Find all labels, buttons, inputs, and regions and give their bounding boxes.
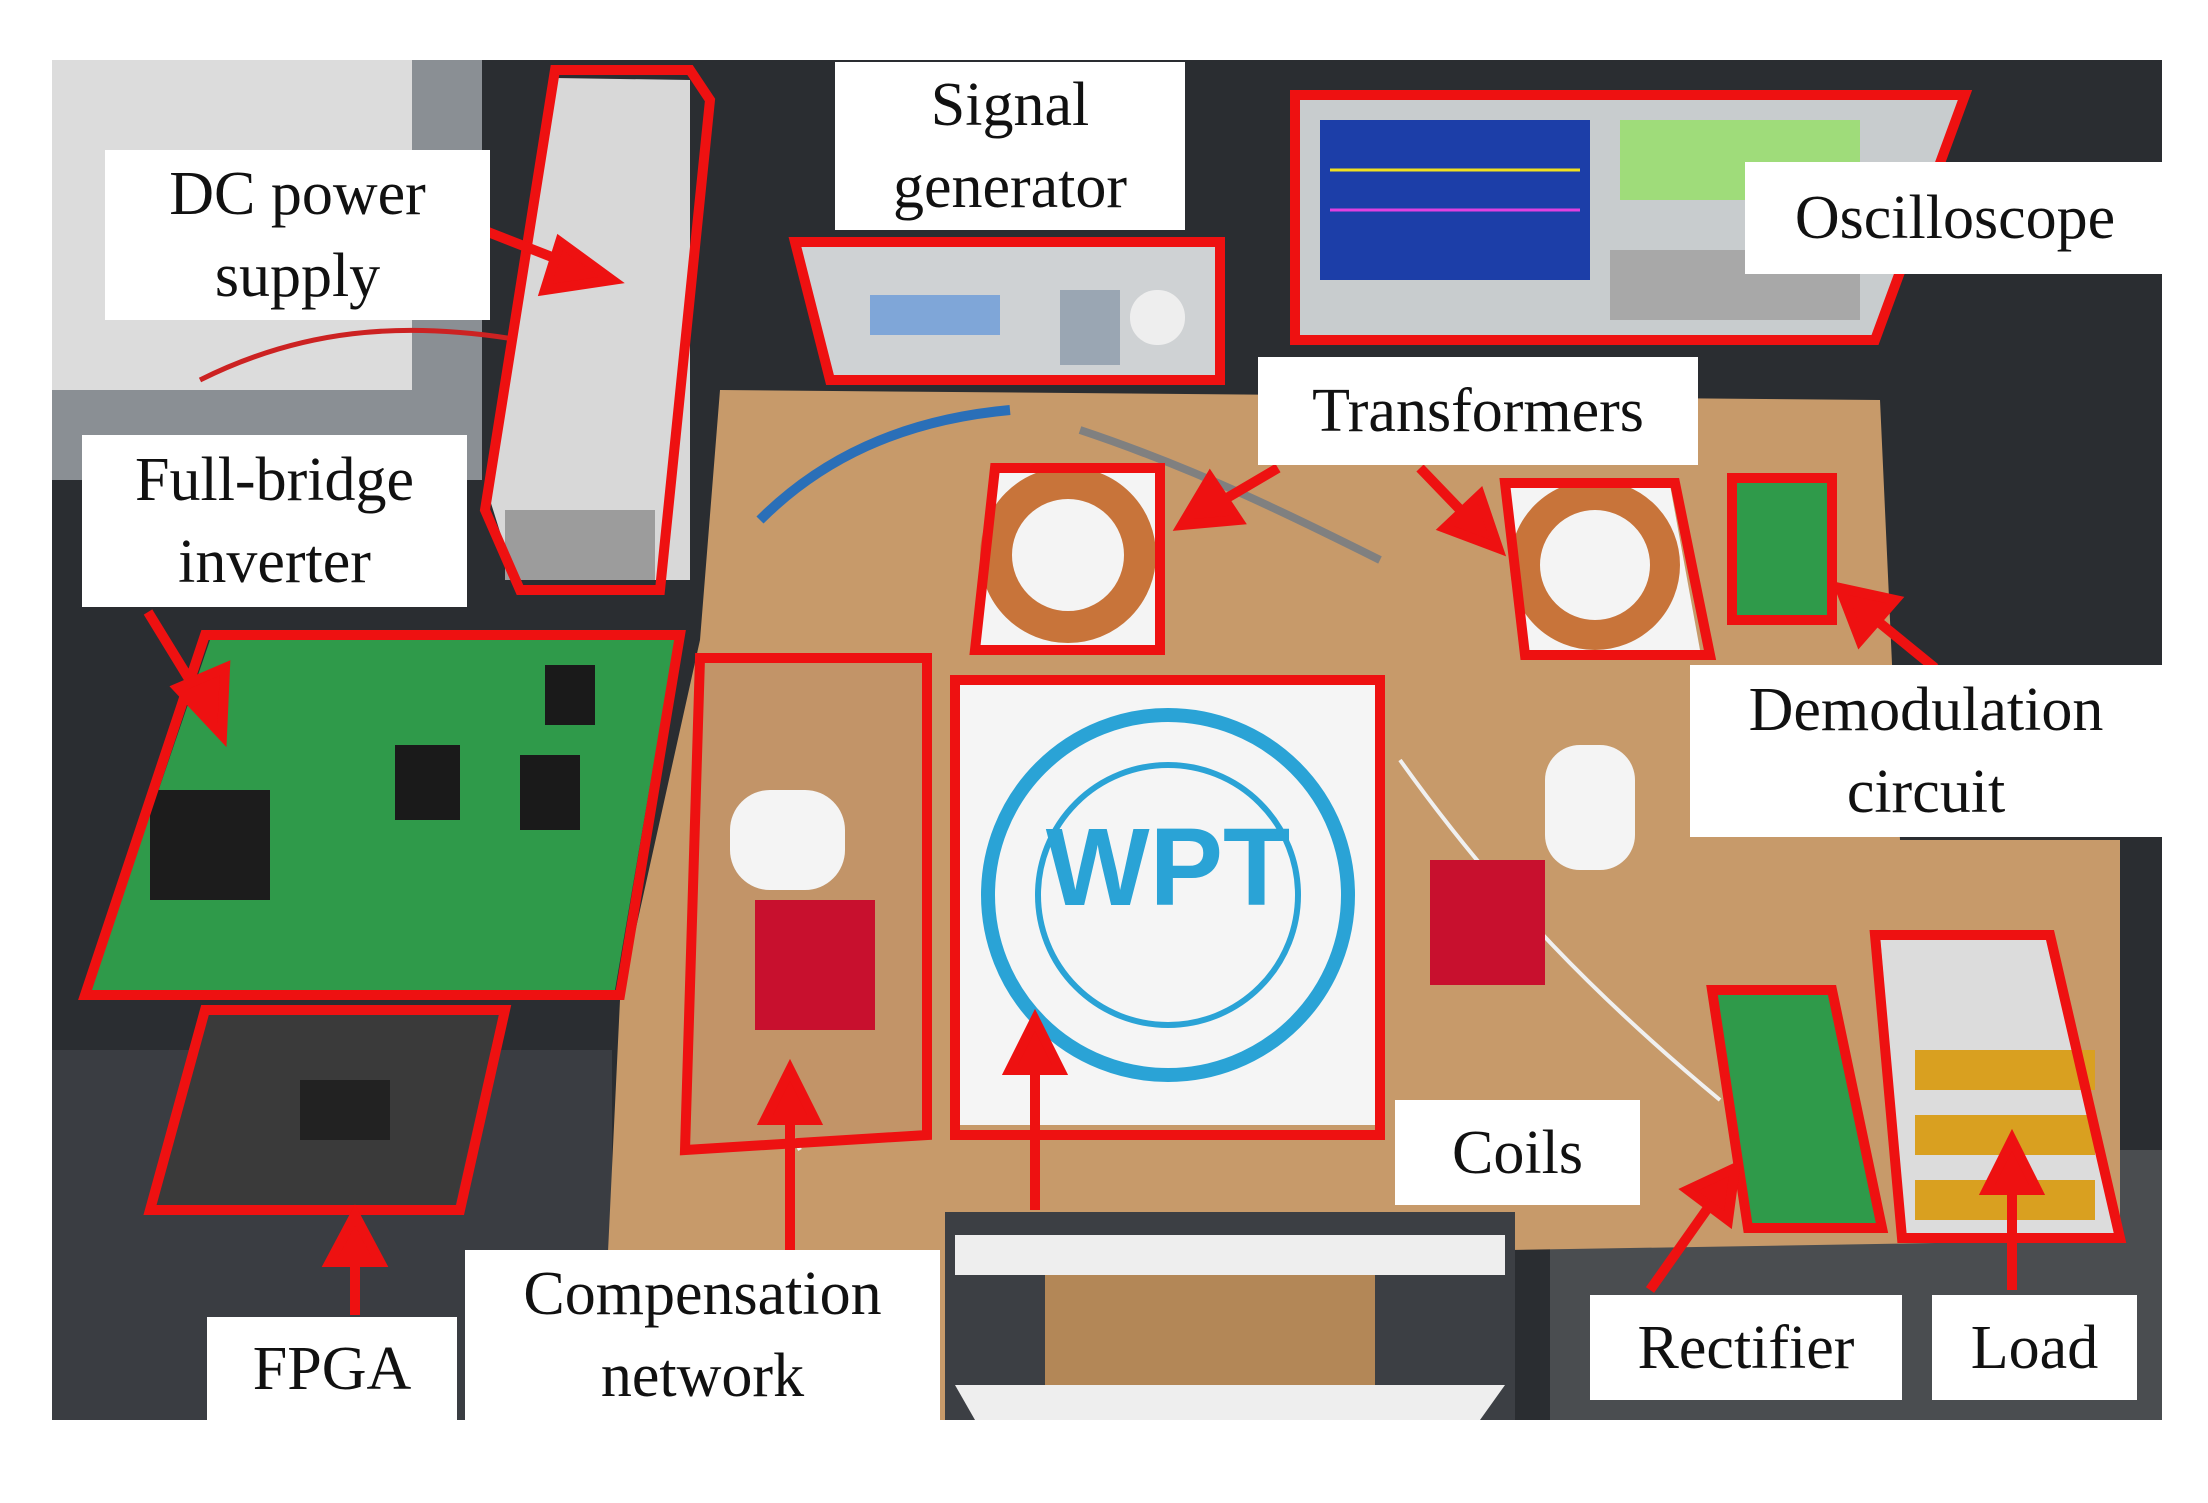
oscilloscope-screen (1320, 120, 1590, 280)
rectifier-board (1715, 990, 1880, 1225)
label-full-bridge-inverter: Full-bridge inverter (82, 435, 467, 607)
label-signal-generator-line2: generator (892, 153, 1128, 221)
inductor-red-block (755, 900, 875, 1030)
arrow-inverter-head (169, 660, 231, 748)
signal-generator-outline (788, 237, 1225, 385)
secondary-capacitor (1545, 745, 1635, 870)
wpt-logo-ring (981, 708, 1355, 1082)
label-transformers-text: Transformers (1312, 377, 1644, 445)
heatsink (395, 745, 460, 820)
heatsink (520, 755, 580, 830)
arrow-demodulation (1866, 611, 1939, 672)
label-full-bridge-inverter-line1: Full-bridge (135, 446, 414, 514)
load-resistor (1915, 1050, 2095, 1090)
dc-power-supply-front (505, 510, 655, 580)
demodulation-board (1735, 482, 1830, 617)
transformer-left-winding (980, 467, 1156, 643)
label-demodulation-circuit-line2: circuit (1846, 758, 2006, 826)
oscilloscope-outline (1290, 90, 1973, 345)
arrow-rectifier-head (1678, 1159, 1742, 1230)
label-fpga: FPGA (207, 1317, 457, 1420)
cable (756, 405, 1011, 524)
transformer-right-outline (1499, 478, 1717, 660)
arrow-dc-power-supply-head (537, 233, 625, 297)
label-rectifier: Rectifier (1590, 1295, 1902, 1400)
coils-outline (950, 675, 1385, 1140)
coil-inset-bottom-plate (955, 1385, 1505, 1420)
arrow-fpga-head (321, 1204, 389, 1267)
label-signal-generator: Signal generator (835, 62, 1185, 230)
arrow-load-head (1978, 1128, 2046, 1195)
label-dc-power-supply: DC power supply (105, 150, 490, 320)
arrow-compensation-head (756, 1058, 824, 1125)
cable (198, 327, 521, 383)
full-bridge-inverter-outline (78, 630, 686, 1000)
label-coils-text: Coils (1452, 1118, 1583, 1187)
coil-inset-top-plate (955, 1235, 1505, 1275)
demodulation-outline (1727, 473, 1837, 625)
rectifier-outline (1706, 985, 1889, 1233)
label-oscilloscope-text: Oscilloscope (1794, 184, 2116, 252)
dc-power-supply-unit (490, 78, 690, 580)
label-rectifier-text: Rectifier (1637, 1313, 1855, 1382)
arrow-demodulation-head (1832, 581, 1905, 650)
arrow-transformer-left-head (1172, 468, 1247, 531)
arrow-transformer-right-head (1435, 486, 1507, 557)
label-demodulation-circuit-line1: Demodulation (1748, 676, 2104, 744)
arrow-rectifier (1645, 1202, 1715, 1293)
full-bridge-inverter-board (90, 640, 675, 990)
secondary-inductor (1430, 860, 1545, 985)
cable (1078, 426, 1382, 564)
label-compensation-network-line2: network (600, 1342, 805, 1410)
fpga-outline (143, 1005, 512, 1215)
fpga-chip (300, 1080, 390, 1140)
transformer-left-outline (969, 463, 1165, 655)
wpt-logo-inner (1035, 762, 1301, 1028)
inverter-transformer-block (150, 790, 270, 900)
transformer-right-winding (1510, 480, 1680, 650)
coil-inset-box (1045, 1275, 1375, 1385)
cable (1398, 758, 1722, 1102)
label-dc-power-supply-line1: DC power (169, 160, 426, 228)
arrow-coils-head (1001, 1008, 1069, 1075)
label-compensation-network-line1: Compensation (523, 1260, 882, 1328)
signal-generator-screen (870, 295, 1000, 335)
label-signal-generator-line1: Signal (930, 71, 1090, 139)
wpt-logo-text: WPT (1046, 806, 1290, 929)
signal-generator-keypad (1060, 290, 1120, 365)
label-demodulation-circuit: Demodulation circuit (1690, 665, 2162, 837)
load-outline (1869, 930, 2127, 1243)
label-load: Load (1932, 1295, 2137, 1400)
label-load-text: Load (1970, 1313, 2099, 1382)
label-compensation-network: Compensation network (465, 1250, 940, 1420)
compensation-network-outline (679, 653, 932, 1156)
label-coils: Coils (1395, 1100, 1640, 1205)
label-transformers: Transformers (1258, 357, 1698, 465)
label-full-bridge-inverter-line2: inverter (178, 528, 371, 596)
label-fpga-text: FPGA (252, 1334, 412, 1403)
heatsink (545, 665, 595, 725)
signal-generator-knob (1130, 290, 1185, 345)
label-dc-power-supply-line2: supply (214, 242, 381, 310)
label-oscilloscope: Oscilloscope (1745, 162, 2165, 274)
capacitor-cylinder (730, 790, 845, 890)
dc-power-supply-outline (479, 65, 716, 595)
